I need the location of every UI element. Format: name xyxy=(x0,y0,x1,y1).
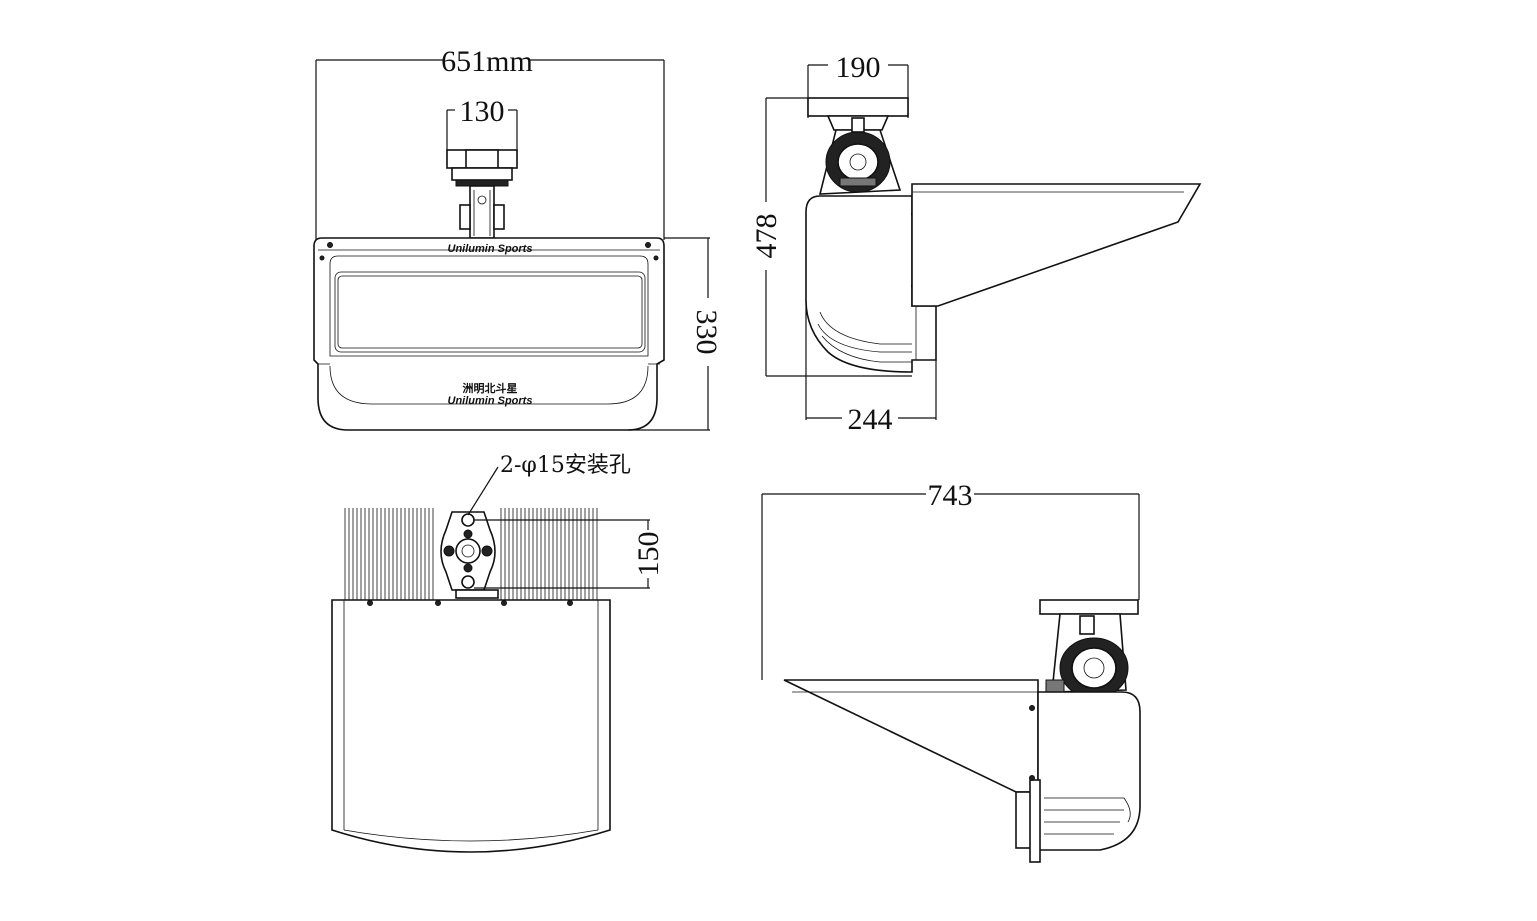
side-mount-plate xyxy=(807,97,909,117)
dim-front-bracket: 130 xyxy=(446,95,518,165)
front-width-label: 651mm xyxy=(441,45,533,78)
side-yoke xyxy=(818,115,902,195)
front-brand-cn: 洲明北斗星 xyxy=(463,381,518,395)
top-heatsink-fins xyxy=(344,508,598,600)
side-visor xyxy=(911,183,1202,307)
total-length-label: 743 xyxy=(928,479,973,512)
front-brand-top: Unilumin Sports xyxy=(448,243,533,255)
side-depth-label: 244 xyxy=(848,403,893,436)
front-height-label: 330 xyxy=(690,310,723,355)
top-view: 2-φ15安装孔 150 xyxy=(331,453,665,853)
side2-visor xyxy=(783,679,1039,793)
front-fixture-body: Unilumin Sports 洲明北斗星 Unilumin Sports xyxy=(313,237,665,431)
front-brand-bottom: Unilumin Sports xyxy=(448,395,533,407)
side-view-2: 743 xyxy=(761,479,1141,863)
side2-yoke xyxy=(1045,613,1129,699)
dim-front-height: 330 xyxy=(628,237,723,431)
dim-top-spacing: 150 xyxy=(474,519,665,589)
front-bracket-label: 130 xyxy=(460,95,505,128)
dim-front-width: 651mm xyxy=(315,45,665,240)
front-mount-bracket xyxy=(446,149,518,239)
side-bracket-label: 190 xyxy=(836,51,881,84)
top-mount-bracket xyxy=(440,511,499,599)
side2-mount-plate xyxy=(1039,599,1139,615)
dim-side-depth: 244 xyxy=(805,300,937,436)
mounting-hole-callout: 2-φ15安装孔 xyxy=(467,453,631,516)
top-fixture-body xyxy=(331,599,611,853)
side2-housing xyxy=(1015,691,1141,863)
side-view: 190 xyxy=(750,51,1202,436)
dim-total-length: 743 xyxy=(761,479,1140,680)
side-height-label: 478 xyxy=(750,214,783,259)
mounting-hole-label: 2-φ15安装孔 xyxy=(500,453,631,478)
dim-side-height: 478 xyxy=(750,97,912,377)
front-view: 651mm 130 xyxy=(313,45,723,431)
top-spacing-label: 150 xyxy=(632,532,665,577)
